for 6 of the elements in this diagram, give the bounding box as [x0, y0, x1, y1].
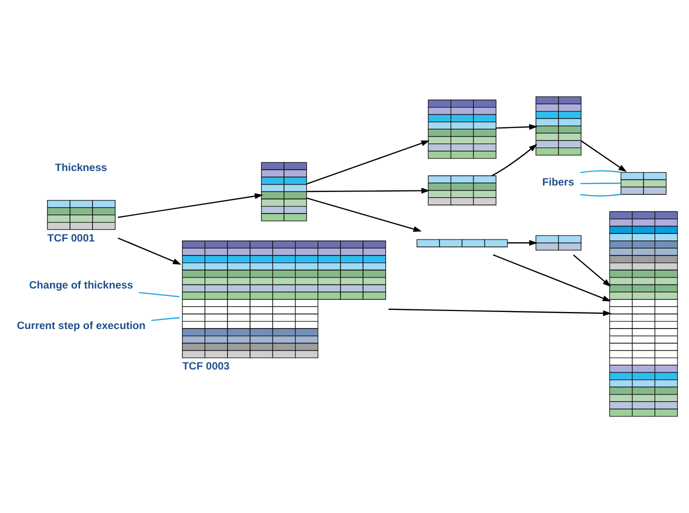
node-text: Change of thickness — [29, 280, 134, 292]
node-label: TCF 0001 — [47, 232, 95, 244]
node-text: Current step of execution — [16, 320, 146, 332]
label: Thickness — [55, 162, 108, 174]
node-text: Fibers — [542, 176, 574, 189]
node-label: TCF 0003 — [182, 360, 230, 373]
